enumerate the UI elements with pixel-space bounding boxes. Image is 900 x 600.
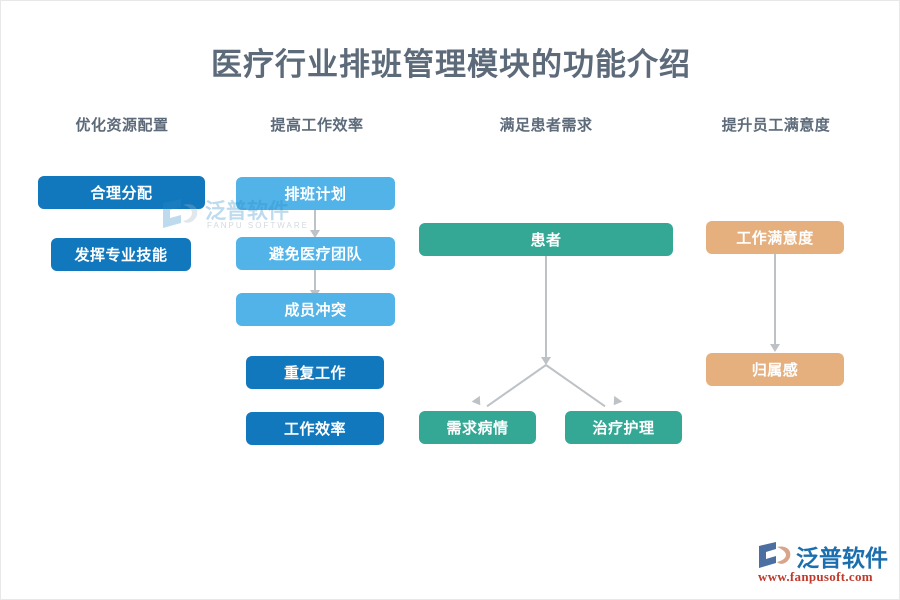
connector-patient-trunk (545, 256, 547, 364)
page-title: 医疗行业排班管理模块的功能介绍 (211, 47, 691, 82)
logo-brand: 泛普软件 (796, 546, 888, 571)
connector-satisfaction-to-belonging (774, 254, 776, 346)
node-demand-condition[interactable]: 需求病情 (419, 411, 536, 444)
logo-url: www.fanpusoft.com (758, 569, 873, 584)
column-header-resource: 优化资源配置 (75, 118, 169, 134)
connector-patient-to-treatment (545, 364, 606, 408)
arrowhead-satisfaction-to-belonging (770, 344, 780, 352)
column-header-patient: 满足患者需求 (499, 118, 593, 134)
node-treatment-care[interactable]: 治疗护理 (565, 411, 682, 444)
node-belonging[interactable]: 归属感 (706, 353, 844, 386)
fanpu-logo-icon (759, 542, 791, 568)
node-reasonable-allocation[interactable]: 合理分配 (38, 176, 205, 209)
node-job-satisfaction[interactable]: 工作满意度 (706, 221, 844, 254)
node-repeated-work[interactable]: 重复工作 (246, 356, 384, 389)
watermark-subtitle: FANPU SOFTWARE (207, 221, 309, 230)
arrowhead-shift-plan-to-avoid-team (310, 230, 320, 238)
connector-avoid-team-to-member-conflict (314, 270, 316, 292)
node-professional-skill[interactable]: 发挥专业技能 (51, 238, 191, 271)
connector-shift-plan-to-avoid-team (314, 210, 316, 232)
column-header-staff: 提升员工满意度 (721, 118, 831, 134)
arrowhead-patient-to-treatment (609, 395, 623, 409)
node-member-conflict[interactable]: 成员冲突 (236, 293, 395, 326)
fanpu-logo: 泛普软件 www.fanpusoft.com (758, 539, 894, 587)
node-work-efficiency[interactable]: 工作效率 (246, 412, 384, 445)
node-patient[interactable]: 患者 (419, 223, 673, 256)
node-avoid-medical-team[interactable]: 避免医疗团队 (236, 237, 395, 270)
connector-patient-to-demand (486, 364, 547, 408)
arrowhead-patient-to-demand (471, 395, 485, 409)
column-header-efficiency: 提高工作效率 (270, 118, 364, 134)
node-shift-plan[interactable]: 排班计划 (236, 177, 395, 210)
arrowhead-patient-trunk (541, 357, 551, 365)
